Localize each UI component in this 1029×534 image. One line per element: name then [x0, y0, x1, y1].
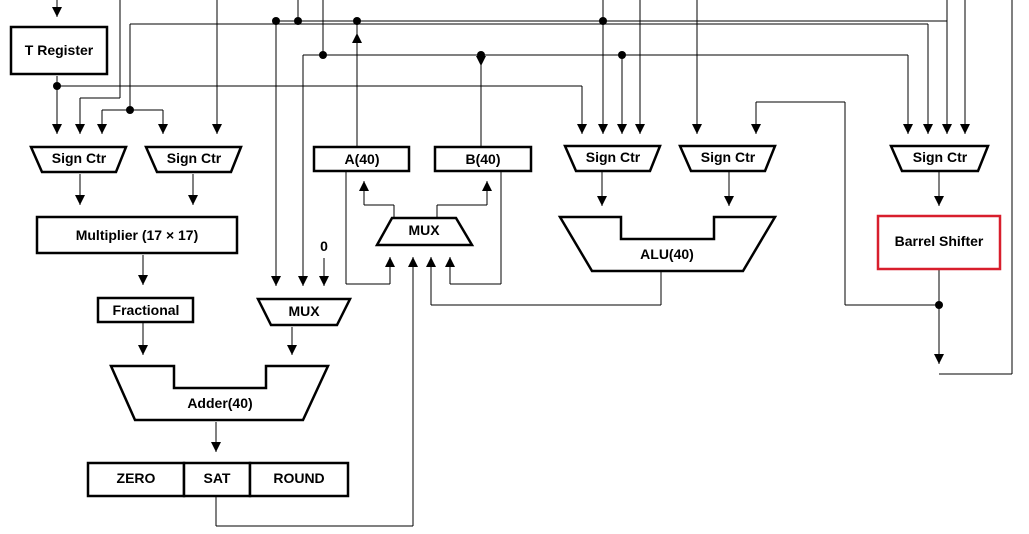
barrel-shifter-label: Barrel Shifter — [895, 233, 984, 249]
sign-ctr-2: Sign Ctr — [144, 145, 243, 174]
zero-constant-label: 0 — [320, 238, 328, 254]
a-register-block: A(40) — [312, 145, 411, 173]
fractional-label: Fractional — [113, 302, 180, 318]
sign-ctr-5-label: Sign Ctr — [913, 149, 968, 165]
sign-ctr-1: Sign Ctr — [29, 145, 128, 174]
round-label: ROUND — [273, 470, 324, 486]
sign-ctr-4: Sign Ctr — [678, 144, 777, 173]
zero-sat-round-block: ZERO SAT ROUND — [86, 461, 350, 498]
fractional-block: Fractional — [96, 296, 195, 324]
mux-center-block: MUX — [374, 216, 475, 247]
b-register-label: B(40) — [465, 151, 500, 167]
sign-ctr-1-label: Sign Ctr — [52, 150, 107, 166]
sign-ctr-3: Sign Ctr — [563, 144, 662, 173]
sign-ctr-5: Sign Ctr — [889, 144, 990, 173]
t-register-block: T Register — [9, 25, 109, 76]
sign-ctr-2-label: Sign Ctr — [167, 150, 222, 166]
sign-ctr-4-label: Sign Ctr — [701, 149, 756, 165]
b-register-block: B(40) — [433, 145, 533, 173]
adder-label: Adder(40) — [187, 395, 252, 411]
zero-label: ZERO — [117, 470, 156, 486]
sat-label: SAT — [204, 470, 231, 486]
mux-center-label: MUX — [408, 222, 440, 238]
junctions — [53, 17, 943, 309]
multiplier-block: Multiplier (17 × 17) — [35, 215, 239, 255]
mux-adder-label: MUX — [288, 303, 320, 319]
barrel-shifter-block: Barrel Shifter — [876, 214, 1002, 271]
t-register-label: T Register — [25, 42, 94, 58]
wires — [52, 0, 1013, 527]
adder-block: Adder(40) — [109, 364, 330, 422]
alu-label: ALU(40) — [640, 246, 694, 262]
alu-block: ALU(40) — [557, 215, 778, 273]
multiplier-label: Multiplier (17 × 17) — [76, 227, 199, 243]
a-register-label: A(40) — [344, 151, 379, 167]
sign-ctr-3-label: Sign Ctr — [586, 149, 641, 165]
mux-adder-block: MUX — [255, 297, 353, 327]
